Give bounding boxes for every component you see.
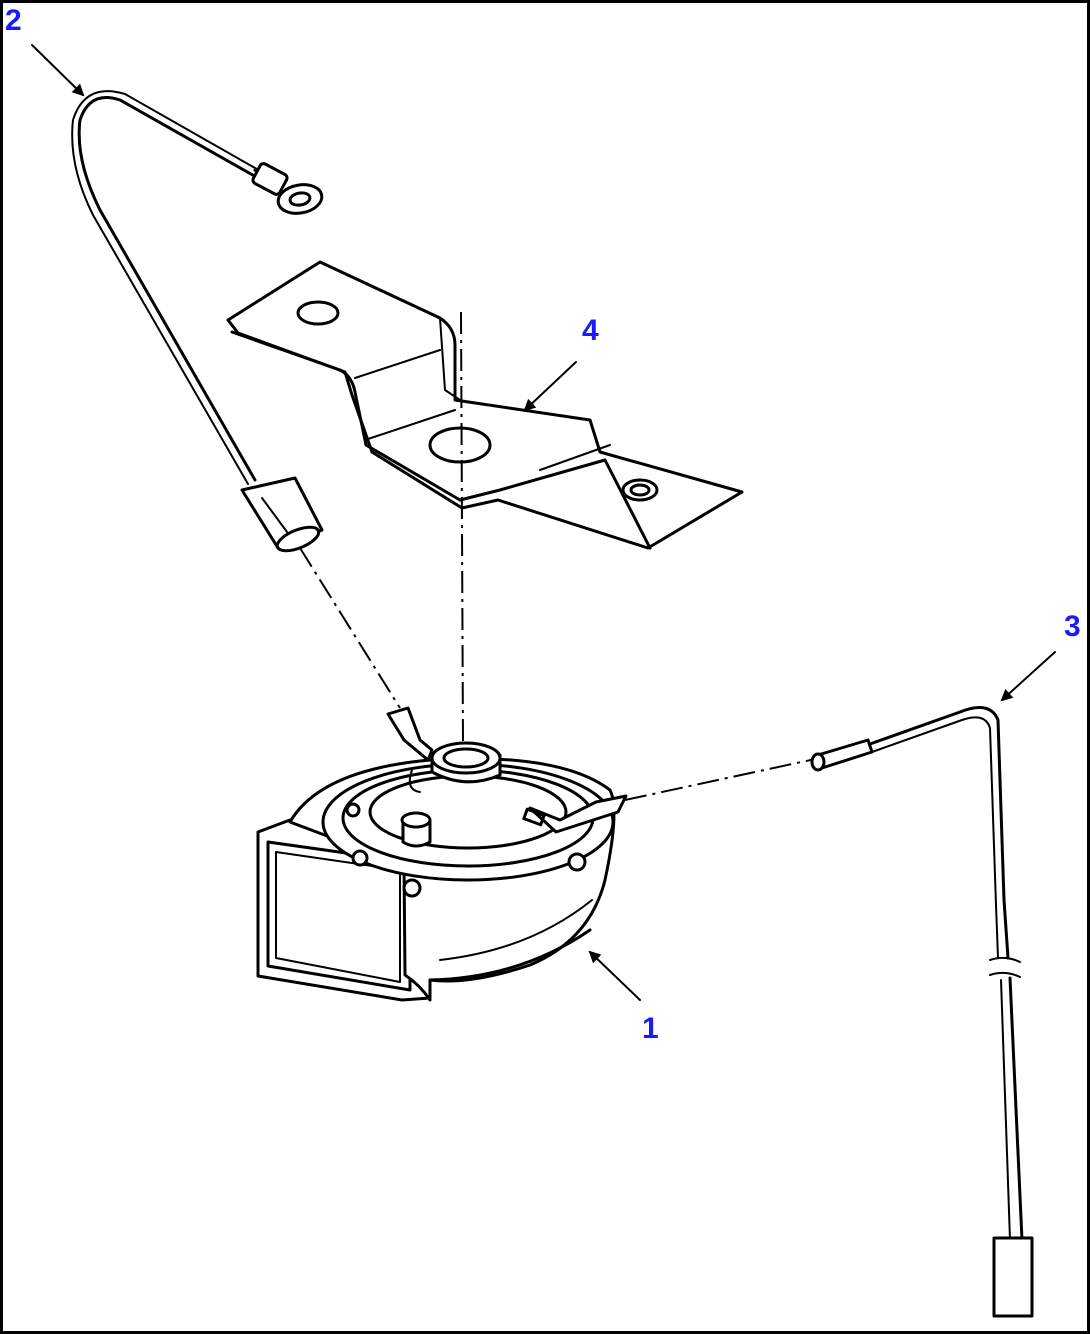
wire-connector bbox=[810, 706, 1034, 1318]
callout-4: 4 bbox=[582, 314, 599, 347]
assembly-centerlines bbox=[299, 311, 821, 801]
callout-arrows bbox=[31, 44, 1056, 1001]
mounting-bracket bbox=[226, 260, 744, 550]
callout-2: 2 bbox=[5, 4, 22, 37]
wire-ring-terminal bbox=[71, 90, 324, 553]
horn-assembly bbox=[256, 706, 628, 1002]
callout-3: 3 bbox=[1064, 610, 1081, 643]
callout-1: 1 bbox=[642, 1012, 659, 1045]
